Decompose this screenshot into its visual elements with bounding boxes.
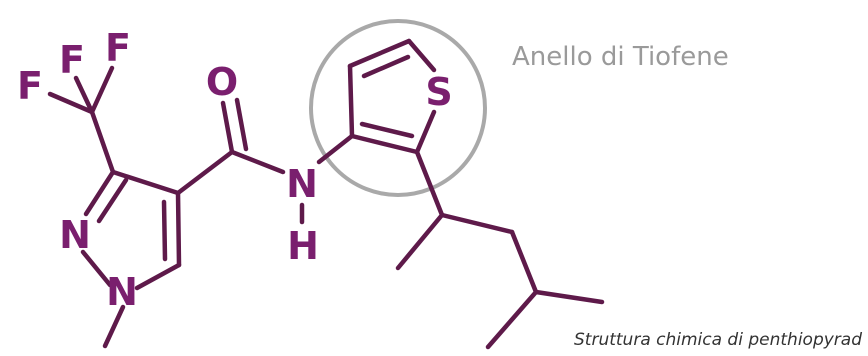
atom-f-top-left: F: [59, 38, 85, 82]
bond-ch2-ch: [509, 229, 539, 295]
bond-chain-methyl: [395, 212, 445, 271]
bond-c3-c2-thiophene-a: [349, 133, 420, 155]
bond-c3-c2-thiophene-b: [359, 121, 415, 139]
atom-oxygen: O: [206, 60, 238, 104]
bond-c-f-top-left: [73, 75, 95, 115]
bond-c4-c5-thiophene-b: [361, 54, 411, 79]
thiophene-highlight-circle: [309, 19, 487, 197]
bond-ch-methyl-right: [533, 289, 605, 305]
bond-c-f-left: [47, 91, 95, 115]
bond-c3-n2-double-b: [96, 177, 129, 224]
atom-f-left: F: [17, 64, 43, 108]
bond-c5-c4-double-a: [175, 190, 182, 268]
bond-c-f-top-right: [89, 65, 115, 115]
atom-f-top-right: F: [105, 26, 131, 70]
bond-chain-ch2: [439, 212, 515, 235]
bond-c2-chain: [414, 149, 445, 218]
atom-hydrogen-amide: H: [287, 224, 319, 268]
bond-c3-n2-double-a: [83, 169, 116, 217]
structure-caption: Struttura chimica di penthiopyrad: [574, 330, 862, 350]
bond-c3-c4: [110, 169, 181, 196]
bond-ch-methyl-down: [485, 289, 539, 350]
bond-c4-c5-thiophene-a: [347, 38, 412, 69]
bond-cf3-pyrazole: [89, 109, 116, 175]
bond-n1-methyl: [102, 304, 126, 349]
bond-c5-s-thiophene: [406, 38, 437, 73]
bond-c4-carbonyl: [175, 149, 235, 196]
bond-s-c2-thiophene: [414, 109, 437, 155]
atom-sulfur-thiophene: S: [425, 70, 452, 114]
thiophene-ring-label: Anello di Tiofene: [512, 42, 729, 72]
bond-c3-c4-thiophene: [347, 63, 355, 139]
bond-c5-c4-double-b: [161, 199, 168, 262]
bond-n1-c5: [134, 262, 182, 291]
bond-n2-n1: [80, 249, 113, 288]
atom-nitrogen-pyrazole-2: N: [59, 213, 91, 257]
atom-nitrogen-amide: N: [286, 162, 318, 206]
atom-nitrogen-pyrazole-1: N: [106, 270, 138, 314]
bond-carbonyl-n: [229, 149, 286, 175]
bond-co-double-a: [220, 100, 235, 155]
bond-n-thiophene: [316, 133, 355, 165]
bond-co-double-b: [234, 97, 249, 152]
